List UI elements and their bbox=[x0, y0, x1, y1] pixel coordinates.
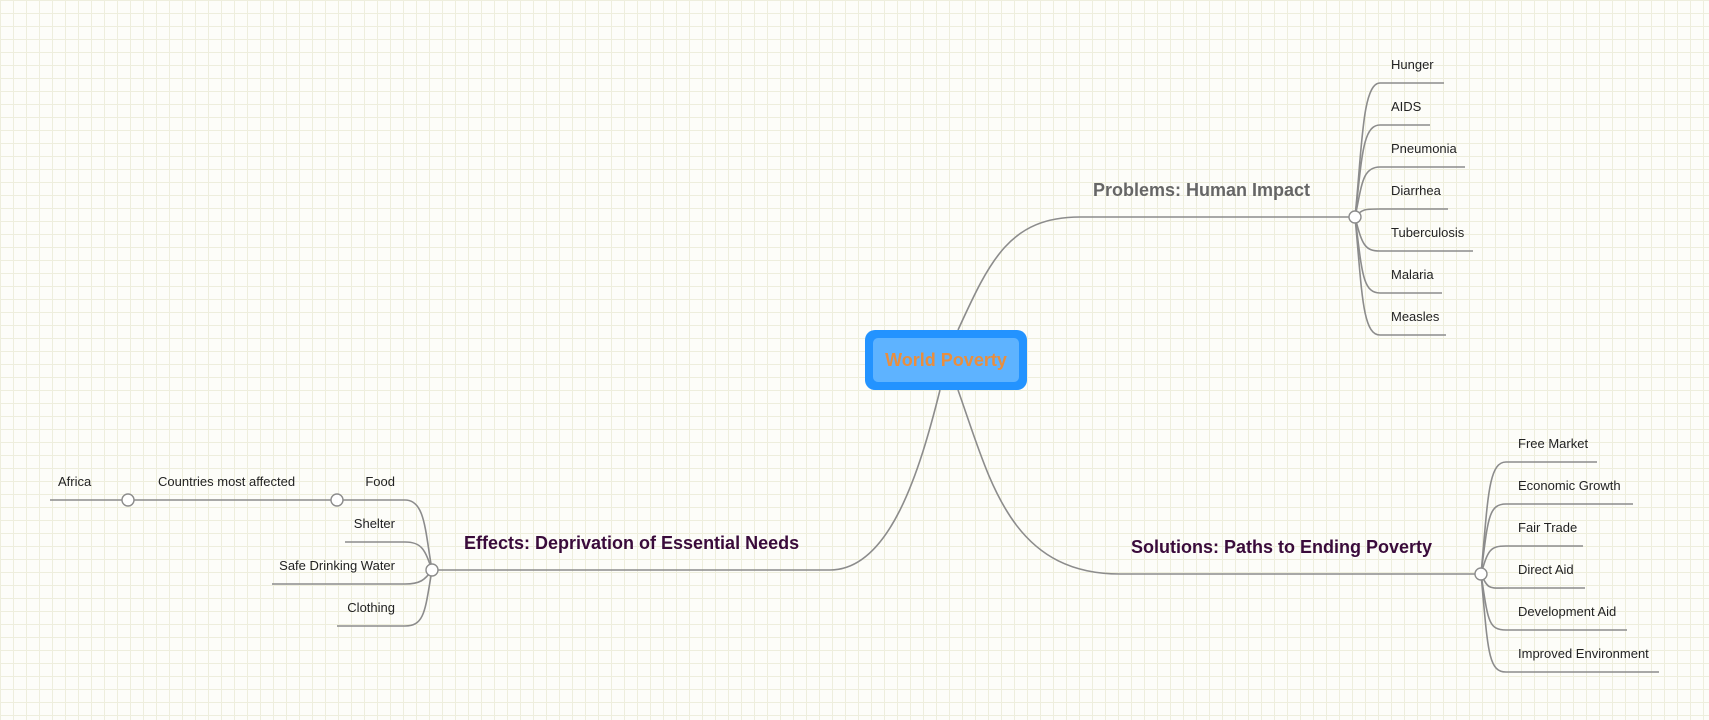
connector-clothing bbox=[337, 569, 433, 627]
node-malaria[interactable]: Malaria bbox=[1391, 267, 1434, 282]
countries-hub-node bbox=[121, 493, 135, 507]
node-countries-most-affected[interactable]: Countries most affected bbox=[158, 474, 296, 489]
connector-tuberculosis bbox=[1354, 216, 1473, 252]
effects-hub-node bbox=[425, 563, 439, 577]
connector-pneumonia bbox=[1354, 166, 1465, 218]
connector-effects bbox=[432, 389, 941, 571]
connector-problems bbox=[957, 216, 1355, 331]
node-fair-trade[interactable]: Fair Trade bbox=[1518, 520, 1578, 535]
food-hub-node bbox=[330, 493, 344, 507]
central-topic-label: World Poverty bbox=[873, 338, 1019, 382]
branch-problems[interactable]: Problems: Human Impact bbox=[1093, 180, 1311, 200]
node-food[interactable]: Food bbox=[365, 474, 395, 489]
connector-development-aid bbox=[1480, 573, 1627, 631]
connector-diarrhea bbox=[1354, 208, 1448, 218]
node-safe-drinking-water[interactable]: Safe Drinking Water bbox=[279, 558, 395, 573]
branch-effects[interactable]: Effects: Deprivation of Essential Needs bbox=[464, 533, 800, 553]
solutions-hub-node bbox=[1474, 567, 1488, 581]
connector-improved-environment bbox=[1480, 573, 1659, 673]
connector-measles bbox=[1354, 216, 1446, 336]
connector-free-market bbox=[1480, 461, 1597, 575]
node-improved-environment[interactable]: Improved Environment bbox=[1518, 646, 1649, 661]
connector-aids bbox=[1354, 124, 1430, 218]
node-clothing[interactable]: Clothing bbox=[347, 600, 395, 615]
node-pneumonia[interactable]: Pneumonia bbox=[1391, 141, 1457, 156]
problems-hub-node bbox=[1348, 210, 1362, 224]
connector-food bbox=[337, 499, 433, 571]
node-tuberculosis[interactable]: Tuberculosis bbox=[1391, 225, 1465, 240]
node-hunger[interactable]: Hunger bbox=[1391, 57, 1434, 72]
node-diarrhea[interactable]: Diarrhea bbox=[1391, 183, 1441, 198]
node-direct-aid[interactable]: Direct Aid bbox=[1518, 562, 1574, 577]
branch-solutions[interactable]: Solutions: Paths to Ending Poverty bbox=[1131, 537, 1433, 557]
central-topic[interactable]: World Poverty bbox=[865, 330, 1027, 390]
node-measles[interactable]: Measles bbox=[1391, 309, 1440, 324]
connector-economic-growth bbox=[1480, 503, 1633, 575]
node-aids[interactable]: AIDS bbox=[1391, 99, 1422, 114]
node-africa[interactable]: Africa bbox=[58, 474, 92, 489]
connector-solutions bbox=[957, 389, 1481, 575]
node-economic-growth[interactable]: Economic Growth bbox=[1518, 478, 1621, 493]
node-free-market[interactable]: Free Market bbox=[1518, 436, 1589, 451]
connector-fair-trade bbox=[1480, 545, 1583, 575]
node-development-aid[interactable]: Development Aid bbox=[1518, 604, 1617, 619]
node-shelter[interactable]: Shelter bbox=[353, 516, 395, 531]
